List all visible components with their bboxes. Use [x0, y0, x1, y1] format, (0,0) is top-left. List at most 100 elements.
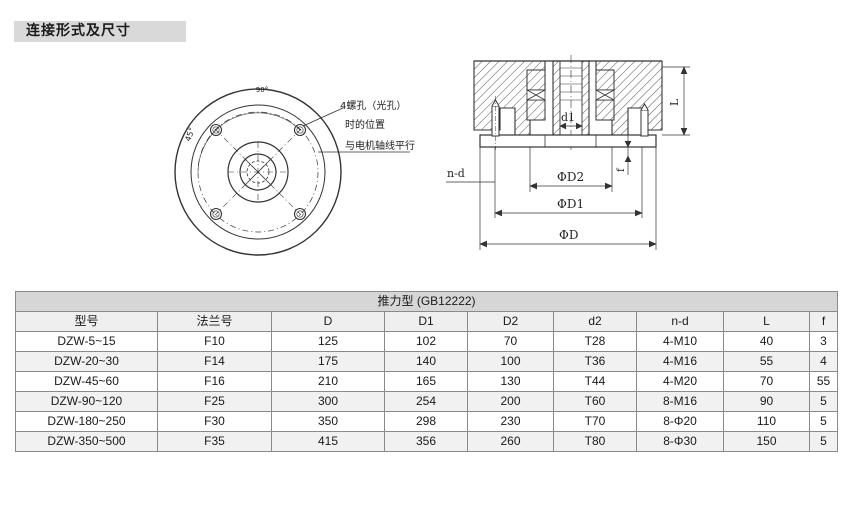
table-caption: 推力型 (GB12222) [14, 291, 839, 312]
bolt-pitch-circle [197, 111, 319, 233]
dim-label-D2: ΦD2 [557, 170, 584, 184]
table-cell: 5 [808, 431, 839, 452]
table-cell: 130 [467, 371, 554, 392]
table-cell: DZW-5~15 [15, 331, 158, 352]
table-cell: F25 [157, 391, 272, 412]
table-cell: DZW-350~500 [15, 431, 158, 452]
table-cell: 5 [808, 391, 839, 412]
table-cell: T44 [553, 371, 637, 392]
table-cell: T80 [553, 431, 637, 452]
table-cell: 3 [808, 331, 839, 352]
dim-label-nd: n-d [447, 167, 465, 180]
col-header: L [723, 311, 810, 332]
col-header: 型号 [15, 311, 158, 332]
dim-label-D1: ΦD1 [557, 197, 584, 211]
bolt-hole [293, 123, 307, 137]
spec-table: 推力型 (GB12222) 型号 法兰号 D D1 D2 d2 n-d L f … [14, 291, 839, 452]
table-cell: 8-M16 [636, 391, 724, 412]
table-cell: 70 [467, 331, 554, 352]
table-row: DZW-350~500 F35 415 356 260 T80 8-Φ30 15… [15, 431, 839, 452]
table-cell: 350 [271, 411, 385, 432]
bearing-right-lower [595, 99, 615, 121]
callout-line-1: 4螺孔（光孔） [340, 99, 406, 112]
table-cell: F35 [157, 431, 272, 452]
table-row: DZW-90~120 F25 300 254 200 T60 8-M16 90 … [15, 391, 839, 412]
table-cell: 100 [467, 351, 554, 372]
bearing-left-upper [526, 69, 546, 91]
angle-90-label: 90° [256, 86, 268, 94]
table-cell: T36 [553, 351, 637, 372]
table-cell: 175 [271, 351, 385, 372]
bolt-hole [293, 207, 307, 221]
dim-label-d1: d1 [561, 111, 575, 124]
table-row: DZW-45~60 F16 210 165 130 T44 4-M20 70 5… [15, 371, 839, 392]
bearing-left-lower [526, 99, 546, 121]
col-header: D [271, 311, 385, 332]
section-title: 连接形式及尺寸 [14, 21, 186, 42]
table-header-row: 型号 法兰号 D D1 D2 d2 n-d L f [15, 311, 839, 332]
table-cell: 140 [384, 351, 468, 372]
table-cell: 210 [271, 371, 385, 392]
table-cell: F16 [157, 371, 272, 392]
table-cell: 55 [808, 371, 839, 392]
table-cell: 8-Φ20 [636, 411, 724, 432]
table-cell: 415 [271, 431, 385, 452]
callout-line-3: 与电机轴线平行 [345, 139, 415, 152]
table-cell: T28 [553, 331, 637, 352]
col-header: D1 [384, 311, 468, 332]
table-cell: 4-M10 [636, 331, 724, 352]
table-cell: 55 [723, 351, 810, 372]
col-header: 法兰号 [157, 311, 272, 332]
table-cell: 125 [271, 331, 385, 352]
table-row: DZW-20~30 F14 175 140 100 T36 4-M16 55 4 [15, 351, 839, 372]
table-cell: 298 [384, 411, 468, 432]
table-cell: F14 [157, 351, 272, 372]
table-cell: 300 [271, 391, 385, 412]
table-cell: 150 [723, 431, 810, 452]
table-cell: DZW-90~120 [15, 391, 158, 412]
table-cell: DZW-180~250 [15, 411, 158, 432]
section-view [446, 55, 690, 250]
col-header: d2 [553, 311, 637, 332]
table-cell: 200 [467, 391, 554, 412]
technical-drawing: 90° 45° 4螺孔（光孔） 时的位置 与电机轴线平行 [174, 55, 690, 256]
table-cell: F10 [157, 331, 272, 352]
table-cell: 8-Φ30 [636, 431, 724, 452]
table-cell: 254 [384, 391, 468, 412]
flange-outer-circle [174, 88, 342, 256]
flange-plate [479, 134, 657, 148]
table-cell: DZW-45~60 [15, 371, 158, 392]
col-header: D2 [467, 311, 554, 332]
flange-inner-circle [190, 104, 326, 240]
table-cell: 102 [384, 331, 468, 352]
bearing-right-upper [595, 69, 615, 91]
table-cell: 110 [723, 411, 810, 432]
angle-45-label: 45° [183, 126, 196, 142]
table-cell: 260 [467, 431, 554, 452]
dim-label-L: L [668, 98, 681, 106]
bolt-hole [209, 207, 223, 221]
table-cell: 40 [723, 331, 810, 352]
front-view [174, 88, 410, 256]
table-cell: 356 [384, 431, 468, 452]
table-cell: 165 [384, 371, 468, 392]
table-row: DZW-180~250 F30 350 298 230 T70 8-Φ20 11… [15, 411, 839, 432]
table-cell: T60 [553, 391, 637, 412]
table-cell: 4-M20 [636, 371, 724, 392]
table-cell: 90 [723, 391, 810, 412]
table-cell: F30 [157, 411, 272, 432]
col-header: f [808, 311, 839, 332]
table-cell: 70 [723, 371, 810, 392]
callout-line-2: 时的位置 [345, 118, 385, 131]
table-cell: 230 [467, 411, 554, 432]
table-cell: 4-M16 [636, 351, 724, 372]
dim-label-f: f [616, 167, 627, 172]
table-cell: DZW-20~30 [15, 351, 158, 372]
bolt [640, 109, 649, 137]
col-header: n-d [636, 311, 724, 332]
table-cell: T70 [553, 411, 637, 432]
table-row: DZW-5~15 F10 125 102 70 T28 4-M10 40 3 [15, 331, 839, 352]
table-cell: 4 [808, 351, 839, 372]
table-cell: 5 [808, 411, 839, 432]
dim-label-D: ΦD [559, 228, 578, 242]
